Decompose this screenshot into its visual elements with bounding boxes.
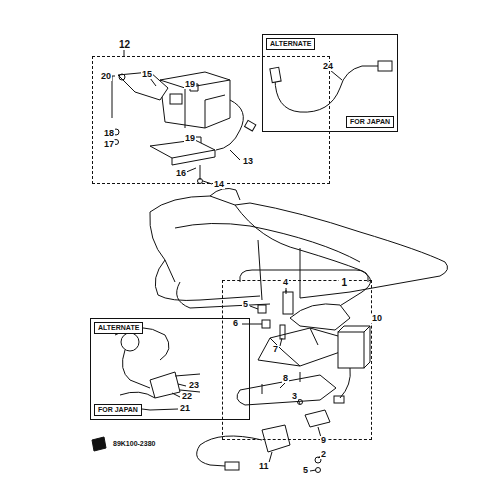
group-box: ALTERNATE FOR JAPAN — [90, 318, 250, 420]
callout-number: 13 — [242, 157, 254, 166]
callout-number: 19 — [184, 134, 196, 143]
callout-number: 23 — [188, 381, 200, 390]
group-box: 12 — [92, 56, 330, 184]
callout-number: 24 — [322, 62, 334, 71]
callout-number: 11 — [258, 462, 270, 471]
group-box: ALTERNATE FOR JAPAN — [262, 34, 398, 132]
note-tag: FOR JAPAN — [94, 404, 142, 416]
callout-number: 19 — [184, 80, 196, 89]
callout-number: 21 — [179, 404, 191, 413]
callout-number: 1 — [339, 277, 349, 288]
callout-number: 18 — [103, 129, 115, 138]
callout-number: 5 — [242, 300, 249, 309]
callout-number: 7 — [272, 345, 279, 354]
callout-number: 6 — [232, 319, 239, 328]
callout-number: 8 — [282, 374, 289, 383]
callout-number: 16 — [175, 169, 187, 178]
callout-number: 4 — [282, 278, 289, 287]
note-tag: ALTERNATE — [94, 322, 143, 334]
note-tag: FOR JAPAN — [346, 116, 394, 128]
callout-number: 10 — [371, 314, 383, 323]
callout-number: 20 — [100, 72, 112, 81]
drawing-code: 89K100-2380 — [112, 440, 156, 447]
callout-number: 9 — [320, 436, 327, 445]
callout-number: 12 — [117, 39, 132, 50]
callout-number: 2 — [320, 450, 327, 459]
callout-number: 3 — [291, 392, 298, 401]
callout-number: 22 — [181, 392, 193, 401]
callout-number: 5 — [302, 466, 309, 475]
callout-number: 17 — [103, 140, 115, 149]
callout-number: 14 — [213, 180, 225, 189]
callout-number: 15 — [141, 70, 153, 79]
note-tag: ALTERNATE — [266, 38, 315, 50]
